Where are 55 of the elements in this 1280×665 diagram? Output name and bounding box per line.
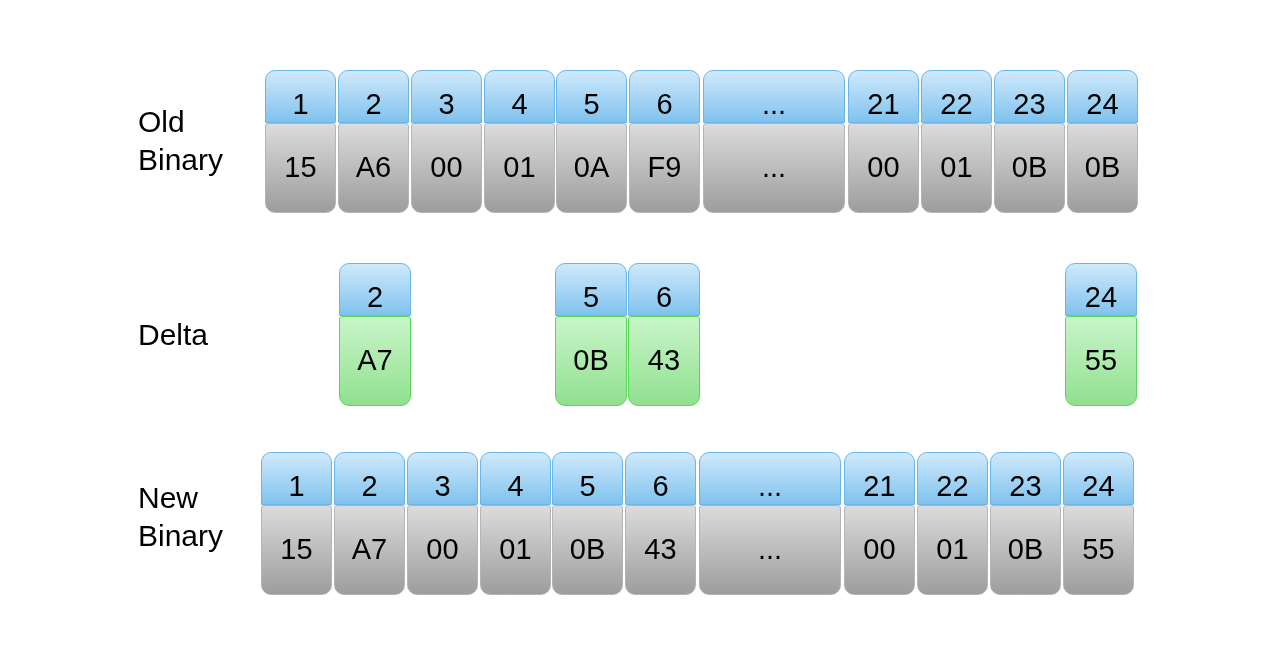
- index-header: 5: [552, 452, 623, 505]
- index-header: 1: [261, 452, 332, 505]
- value-cell: 01: [921, 123, 992, 213]
- index-header: 6: [629, 70, 700, 123]
- row-label: Delta: [138, 317, 210, 353]
- index-header: 24: [1063, 452, 1134, 505]
- index-header: ...: [703, 70, 845, 123]
- value-cell: 0B: [1067, 123, 1138, 213]
- index-header: 6: [625, 452, 696, 505]
- index-header: 24: [1065, 263, 1137, 316]
- value-cell: F9: [629, 123, 700, 213]
- index-header: 3: [411, 70, 482, 123]
- value-cell: 00: [411, 123, 482, 213]
- value-cell: 43: [625, 505, 696, 595]
- index-header: 1: [265, 70, 336, 123]
- value-cell: 0B: [994, 123, 1065, 213]
- value-cell: 0B: [990, 505, 1061, 595]
- index-header: 3: [407, 452, 478, 505]
- value-cell: 43: [628, 316, 700, 406]
- row-label: Old Binary: [138, 104, 225, 178]
- index-header: 22: [917, 452, 988, 505]
- index-header: 5: [556, 70, 627, 123]
- value-cell: ...: [703, 123, 845, 213]
- index-header: 5: [555, 263, 627, 316]
- index-header: 23: [990, 452, 1061, 505]
- value-cell: A6: [338, 123, 409, 213]
- value-cell: 15: [261, 505, 332, 595]
- row-label: New Binary: [138, 480, 225, 554]
- value-cell: 55: [1065, 316, 1137, 406]
- value-cell: 00: [844, 505, 915, 595]
- index-header: 6: [628, 263, 700, 316]
- index-header: 2: [339, 263, 411, 316]
- value-cell: 00: [407, 505, 478, 595]
- value-cell: A7: [339, 316, 411, 406]
- index-header: 24: [1067, 70, 1138, 123]
- value-cell: 01: [480, 505, 551, 595]
- index-header: 21: [848, 70, 919, 123]
- value-cell: 15: [265, 123, 336, 213]
- value-cell: 01: [484, 123, 555, 213]
- index-header: 21: [844, 452, 915, 505]
- index-header: 22: [921, 70, 992, 123]
- value-cell: 0B: [552, 505, 623, 595]
- index-header: 4: [480, 452, 551, 505]
- index-header: 23: [994, 70, 1065, 123]
- value-cell: 0A: [556, 123, 627, 213]
- value-cell: 0B: [555, 316, 627, 406]
- value-cell: A7: [334, 505, 405, 595]
- value-cell: 00: [848, 123, 919, 213]
- value-cell: 01: [917, 505, 988, 595]
- index-header: 2: [338, 70, 409, 123]
- value-cell: ...: [699, 505, 841, 595]
- index-header: 2: [334, 452, 405, 505]
- index-header: ...: [699, 452, 841, 505]
- index-header: 4: [484, 70, 555, 123]
- value-cell: 55: [1063, 505, 1134, 595]
